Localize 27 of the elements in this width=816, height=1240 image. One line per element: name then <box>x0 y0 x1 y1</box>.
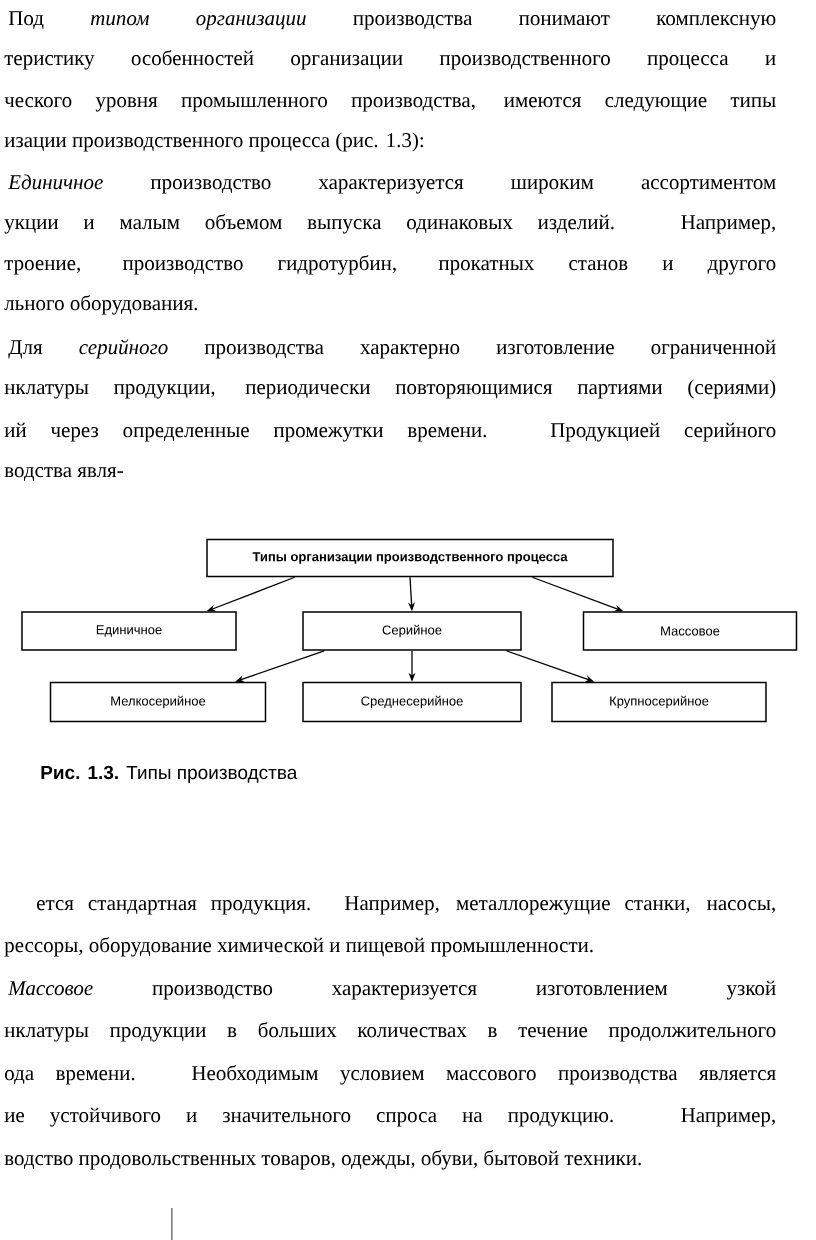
text-line: водство продовольственных товаров, одежды, обуви, бытовой техники. <box>4 1150 641 1170</box>
text-line: ий через определенные промежутки времени. Продукцией серийного <box>4 422 776 442</box>
category-box: Крупносерийное <box>551 681 767 723</box>
text-line: укции и малым объемом выпуска одинаковых изделий. Например, <box>4 214 775 234</box>
text-line: нклатуры продукции, периодически повторяющимися партиями (сериями) <box>4 379 776 399</box>
text-line: водства явля- <box>4 467 123 482</box>
category-box: Единичное <box>21 611 237 651</box>
category-box: Массовое <box>582 611 798 651</box>
text-line: рессоры, оборудование химической и пищевой промышленности. <box>4 937 593 957</box>
text-line: нклатуры продукции в больших количествах в течение продолжительного <box>4 1022 776 1042</box>
category-box: Типы организации производственного процесса <box>206 538 614 578</box>
text-line: льного оборудования. <box>4 295 198 315</box>
text-line: ода времени. Необходимым условием массового производства является <box>5 1065 776 1085</box>
text-line: изации производственного процесса (рис. 1.3): <box>4 132 423 152</box>
text-line: Под типом организации производства понимают комплексную <box>8 11 776 30</box>
category-box: Серийное <box>302 611 522 651</box>
text-line: ие устойчивого и значительного спроса на продукцию. Например, <box>4 1107 775 1127</box>
text-line: Для серийного производства характерно изготовление ограниченной <box>8 339 776 359</box>
text-line: теристику особенностей организации производственного процесса и <box>4 50 776 70</box>
text-line: Массовое производство характеризуется изготовлением узкой <box>7 980 776 1000</box>
text-line: ческого уровня промышленного производства, имеются следующие типы <box>4 97 776 112</box>
text-line: троение, производство гидротурбин, прокатных станов и другого <box>4 255 776 275</box>
category-box: Среднесерийное <box>302 681 522 723</box>
text-line: Единичное производство характеризуется широким ассортиментом <box>7 174 776 194</box>
figure-caption: Рис. 1.3. Типы производства <box>41 765 298 783</box>
category-box: Мелкосерийное <box>49 681 267 723</box>
text-line: ется стандартная продукция. Например, металлорежущие станки, насосы, <box>37 896 775 915</box>
